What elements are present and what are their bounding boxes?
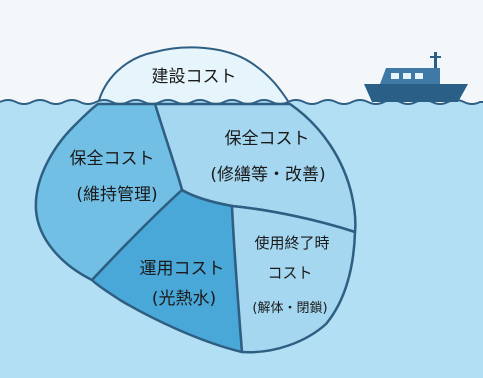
maintenance-repair-label: 保全コスト — [225, 129, 310, 149]
iceberg-piece-maintenance-management — [34, 102, 184, 282]
ship-mast-crossbar — [430, 56, 441, 58]
iceberg-piece-end-of-life — [230, 204, 357, 354]
operation-label: 運用コスト — [140, 259, 225, 279]
end-of-life-note: (解体・閉鎖) — [252, 300, 327, 316]
end-of-life-label: 使用終了時 — [254, 234, 329, 252]
iceberg-tip — [96, 46, 292, 105]
ship-window-3 — [415, 73, 423, 79]
maintenance-management-label: 保全コスト — [70, 149, 155, 169]
operation-sublabel: (光熱水) — [152, 289, 216, 309]
maintenance-management-sublabel: (維持管理) — [76, 185, 157, 205]
ship-icon — [364, 52, 468, 102]
tip-label: 建設コスト — [152, 67, 237, 87]
ship-window-1 — [391, 73, 399, 79]
ship-mast — [434, 52, 437, 70]
ship-hull — [364, 84, 468, 102]
end-of-life-sublabel: コスト — [267, 264, 312, 282]
ship-window-2 — [403, 73, 411, 79]
maintenance-repair-sublabel: (修繕等・改善) — [210, 165, 325, 185]
water-line — [0, 99, 483, 105]
